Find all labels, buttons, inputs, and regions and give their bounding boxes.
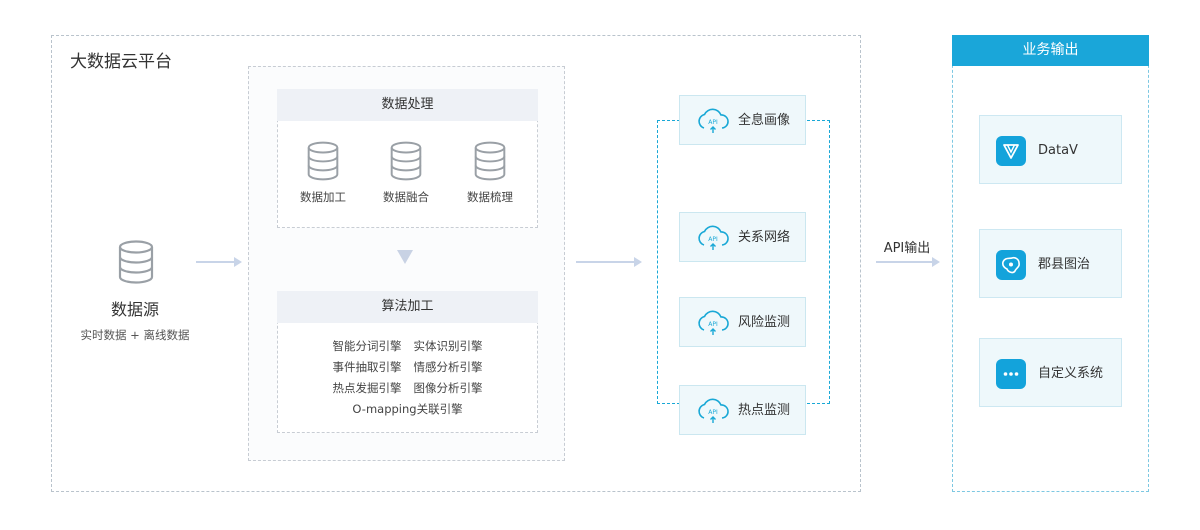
processing-item-label: 数据融合 [383, 190, 429, 204]
algorithm-engine: 实体识别引擎 [413, 339, 483, 353]
cloud-api-icon: API [698, 398, 729, 423]
map-region-icon [996, 250, 1026, 280]
cloud-api-icon: API [698, 108, 729, 133]
arrow-head-icon [234, 257, 242, 267]
processing-item: 数据梳理 [450, 141, 530, 205]
cloud-api-icon: API [698, 310, 729, 335]
output-label: 热点监测 [738, 403, 791, 418]
business-card-county[interactable]: 郡县图治 [979, 229, 1122, 298]
algorithm-engine: 情感分析引擎 [413, 360, 483, 374]
business-card-label: 郡县图治 [1038, 257, 1091, 272]
business-card-datav[interactable]: DataV [979, 115, 1122, 184]
data-processing-title: 数据处理 [277, 89, 538, 121]
arrow-api-to-business [876, 261, 932, 263]
algorithm-engine: O-mapping关联引擎 [352, 402, 463, 416]
api-badge-text: API [708, 409, 718, 416]
database-icon [474, 141, 506, 181]
api-badge-text: API [708, 236, 718, 243]
database-icon [390, 141, 422, 181]
algorithm-title: 算法加工 [277, 291, 538, 323]
arrow-processing-to-outputs [576, 261, 634, 263]
business-output-title: 业务输出 [952, 35, 1149, 66]
arrow-head-icon [634, 257, 642, 267]
datav-icon [996, 136, 1026, 166]
api-badge-text: API [708, 321, 718, 328]
business-card-label: DataV [1038, 143, 1078, 158]
output-label: 风险监测 [738, 315, 791, 330]
algorithm-row: O-mapping关联引擎 [277, 401, 538, 417]
arrow-head-icon [932, 257, 940, 267]
api-badge-text: API [708, 119, 718, 126]
processing-item-label: 数据梳理 [467, 190, 513, 204]
api-output-label: API输出 [883, 241, 931, 256]
algorithm-row: 热点发掘引擎图像分析引擎 [277, 380, 538, 396]
processing-item: 数据融合 [366, 141, 446, 205]
platform-title: 大数据云平台 [70, 52, 172, 72]
algorithm-engine: 图像分析引擎 [413, 381, 483, 395]
processing-item-label: 数据加工 [300, 190, 346, 204]
business-card-custom[interactable]: 自定义系统 [979, 338, 1122, 407]
algorithm-engine: 事件抽取引擎 [332, 360, 402, 374]
output-tile: API 风险监测 [679, 297, 806, 347]
database-icon [307, 141, 339, 181]
output-label: 全息画像 [738, 113, 791, 128]
data-source-title: 数据源 [110, 300, 159, 319]
algorithm-row: 智能分词引擎实体识别引擎 [277, 338, 538, 354]
output-tile: API 全息画像 [679, 95, 806, 145]
data-source-subtitle: 实时数据 + 离线数据 [80, 328, 190, 342]
database-icon [118, 240, 154, 284]
algorithm-engine: 热点发掘引擎 [332, 381, 402, 395]
business-card-label: 自定义系统 [1038, 366, 1104, 381]
arrow-source-to-processing [196, 261, 234, 263]
cloud-api-icon: API [698, 225, 729, 250]
algorithm-engine: 智能分词引擎 [332, 339, 402, 353]
more-dots-icon [996, 359, 1026, 389]
output-label: 关系网络 [738, 230, 791, 245]
output-tile: API 关系网络 [679, 212, 806, 262]
down-arrow-icon [397, 250, 413, 264]
algorithm-row: 事件抽取引擎情感分析引擎 [277, 359, 538, 375]
processing-item: 数据加工 [283, 141, 363, 205]
output-tile: API 热点监测 [679, 385, 806, 435]
